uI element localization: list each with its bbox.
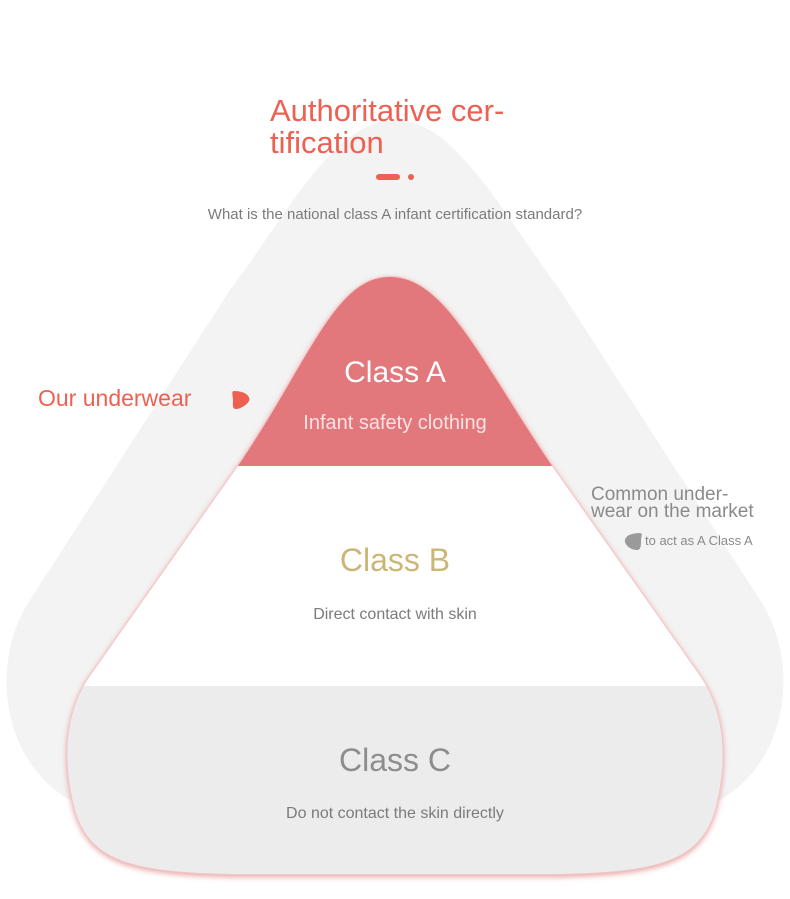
class-a-description: Infant safety clothing — [303, 412, 487, 434]
title-divider-dot — [408, 174, 414, 180]
pointer-right-icon — [232, 391, 250, 409]
class-a-title: Class A — [344, 356, 446, 389]
class-c-band — [67, 686, 723, 874]
our-underwear-label: Our underwear — [38, 385, 192, 411]
common-market-sublabel: to act as A Class A — [645, 533, 753, 548]
class-b-title: Class B — [339, 542, 451, 578]
page-subtitle: What is the national class A infant cert… — [207, 206, 583, 223]
class-b-description: Direct contact with skin — [313, 606, 477, 623]
pointer-left-icon — [624, 533, 642, 550]
page-title: Authoritative cer- tification — [270, 93, 505, 160]
class-c-description: Do not contact the skin directly — [286, 805, 504, 822]
title-divider-dash — [376, 174, 400, 180]
common-market-label: Common under- wear on the market — [591, 484, 754, 522]
class-c-title: Class C — [338, 742, 451, 778]
